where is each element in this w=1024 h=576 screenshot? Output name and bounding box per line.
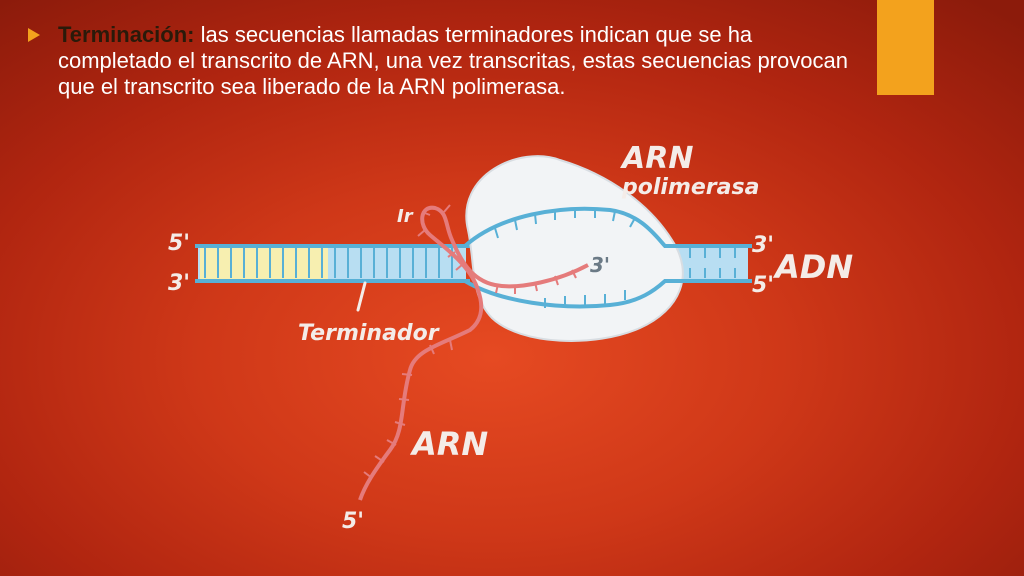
label-3prime-bottom: 3' <box>168 271 190 296</box>
rna-polymerase-blob <box>465 155 684 342</box>
label-polymerase-line2: polimerasa <box>621 175 759 200</box>
label-rna-5prime: 5' <box>342 509 364 534</box>
rna-strand <box>358 205 589 501</box>
dna-top-strand-bubble <box>463 206 752 248</box>
terminator-region <box>200 247 328 279</box>
bullet-arrow-icon <box>28 28 40 42</box>
label-rna-3prime: 3' <box>590 253 610 277</box>
bullet-term: Terminación: <box>58 22 195 47</box>
dna-bottom-strand-bubble <box>463 279 752 309</box>
label-5prime-right-bottom: 5' <box>752 273 774 298</box>
bullet-paragraph: Terminación: las secuencias llamadas ter… <box>58 22 868 100</box>
label-hairpin: Ir <box>397 206 414 227</box>
label-3prime-right-top: 3' <box>752 233 774 258</box>
bullet-text-block: Terminación: las secuencias llamadas ter… <box>28 22 868 100</box>
terminator-pointer <box>356 281 367 312</box>
label-arn: ARN <box>409 425 488 463</box>
accent-block <box>877 0 934 95</box>
label-polymerase-line1: ARN <box>620 141 693 176</box>
label-terminator: Terminador <box>298 321 440 346</box>
bullet-body: las secuencias llamadas terminadores ind… <box>58 22 848 99</box>
label-adn: ADN <box>772 248 853 286</box>
label-5prime-top: 5' <box>168 231 190 256</box>
